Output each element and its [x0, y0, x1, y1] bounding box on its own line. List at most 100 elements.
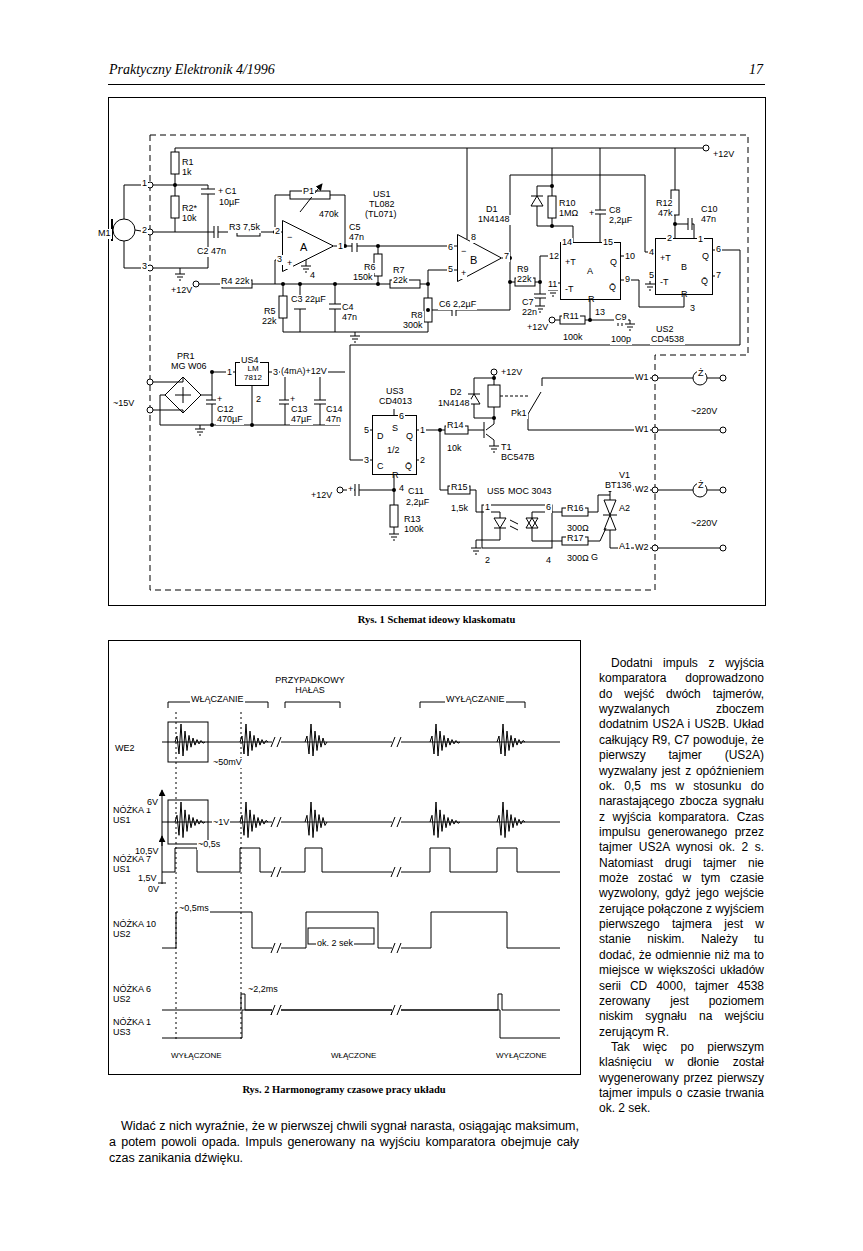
text-anchor: R7 — [392, 259, 406, 277]
component-label: R4 22k — [220, 277, 251, 287]
pin-function-label: Q — [701, 252, 710, 262]
component-label: TL082 — [368, 200, 396, 210]
text-anchor: 2 — [141, 219, 148, 237]
text-anchor: 7 — [503, 245, 510, 263]
ground-symbol — [350, 336, 360, 342]
component-label: 3 — [363, 456, 370, 466]
figure-frame — [109, 98, 766, 606]
component-label: C3 22µF — [290, 295, 327, 305]
text-anchor: 4 — [398, 477, 405, 495]
break-mark — [271, 943, 281, 953]
component-label: +12V — [310, 491, 333, 501]
text-anchor: Q — [701, 245, 710, 263]
component-label: R2* — [181, 204, 198, 214]
component-label: 1 — [141, 179, 148, 189]
text-anchor: 47k — [657, 202, 674, 220]
text-anchor: 5 — [648, 264, 655, 282]
text-anchor: 10 — [624, 245, 636, 263]
pin-function-label: Q̄ — [608, 283, 617, 293]
signal-burst — [175, 802, 205, 838]
text-anchor: 100p — [610, 328, 632, 346]
ground-symbol — [471, 548, 481, 554]
text-anchor: 1MΩ — [558, 202, 579, 220]
signal-burst — [430, 802, 460, 838]
break-mark — [271, 1005, 281, 1015]
component-label: R6 — [363, 263, 377, 273]
component-label: 5 — [447, 265, 454, 275]
text-anchor: C3 22µF — [290, 288, 327, 306]
component-label: R12 — [655, 199, 674, 209]
text-anchor: 1,5k — [450, 497, 469, 515]
component-label: 6 — [715, 245, 722, 255]
component-label: 6 — [545, 503, 552, 513]
component-label: PR1 — [176, 352, 196, 362]
text-anchor: 22k — [392, 269, 409, 287]
text-anchor: R10 — [558, 192, 577, 210]
component-label: 2 — [255, 395, 262, 405]
component-label: + — [588, 209, 595, 219]
component-label: 4 — [545, 556, 552, 566]
text-anchor: 6V — [146, 791, 159, 809]
component-label: C12 — [216, 405, 235, 415]
break-mark — [391, 867, 401, 877]
text-anchor: 3 — [363, 449, 370, 467]
component-label: Ż — [697, 369, 705, 379]
text-anchor: +12V — [712, 143, 735, 161]
text-anchor: 1 — [697, 228, 704, 246]
component-label: MG W06 — [170, 362, 208, 372]
component-label: +12V — [712, 150, 735, 160]
text-anchor: C2 47n — [196, 240, 227, 258]
break-mark — [392, 1004, 401, 1016]
text-anchor: 4 — [545, 549, 552, 567]
text-anchor: R — [587, 288, 596, 306]
component-label: 12 — [548, 252, 560, 262]
text-anchor: Q̄ — [700, 270, 709, 288]
text-anchor: 2 — [255, 388, 262, 406]
signal-burst — [497, 802, 525, 838]
component-label: 100k — [403, 525, 425, 535]
pin-function-label: B — [680, 263, 688, 273]
text-anchor: 11 — [547, 273, 558, 291]
component-label: A2 — [618, 504, 631, 514]
component-label: 6 — [398, 412, 405, 422]
component-label: CD4013 — [378, 397, 413, 407]
pin-function-label: C — [376, 462, 385, 472]
text-anchor: R — [680, 283, 689, 301]
text-anchor: 2,2µF — [608, 209, 633, 227]
break-mark — [391, 1005, 401, 1015]
component-label: V1 — [618, 471, 631, 481]
pin-function-label: +T — [564, 258, 577, 268]
text-anchor: W1 — [634, 418, 650, 436]
text-anchor: C4 — [341, 296, 355, 314]
signal-label: 6V — [146, 798, 159, 808]
component-label: US4 — [240, 356, 260, 366]
text-anchor: R8 — [410, 304, 424, 322]
component-label: − — [460, 247, 467, 257]
text-anchor: P1 — [302, 180, 315, 198]
text-anchor: (TL071) — [364, 203, 398, 221]
text-anchor: 47µF — [290, 408, 313, 426]
text-anchor: ~2,2ms — [247, 978, 279, 996]
break-mark — [392, 942, 401, 954]
text-anchor: 4 — [648, 241, 655, 259]
signal-label: PRZYPADKOWY HAŁAS — [270, 676, 350, 696]
text-anchor: 5 — [447, 258, 454, 276]
signal-burst — [305, 724, 327, 756]
text-anchor: NÓŻKA 10 US2 — [112, 920, 160, 940]
text-anchor: + — [216, 388, 223, 406]
component-label: 7 — [715, 271, 722, 281]
component-label: + — [216, 395, 223, 405]
component-label: 4 — [309, 271, 316, 281]
text-anchor: − — [286, 226, 293, 244]
body-text: Dodatni impuls z wyjścia komparatora dop… — [598, 656, 765, 1040]
text-anchor: + — [460, 262, 467, 280]
component-label: C6 2,2µF — [438, 300, 477, 310]
pin-function-label: R — [680, 290, 689, 300]
header-rule — [108, 84, 765, 85]
text-anchor: R13 — [403, 508, 422, 526]
timer-chip: +TA-TRQQ̄ — [560, 242, 621, 300]
text-anchor: BC547B — [500, 446, 536, 464]
component-label: C11 — [407, 487, 425, 497]
terminal — [147, 145, 726, 551]
text-anchor: R15 — [450, 476, 469, 494]
